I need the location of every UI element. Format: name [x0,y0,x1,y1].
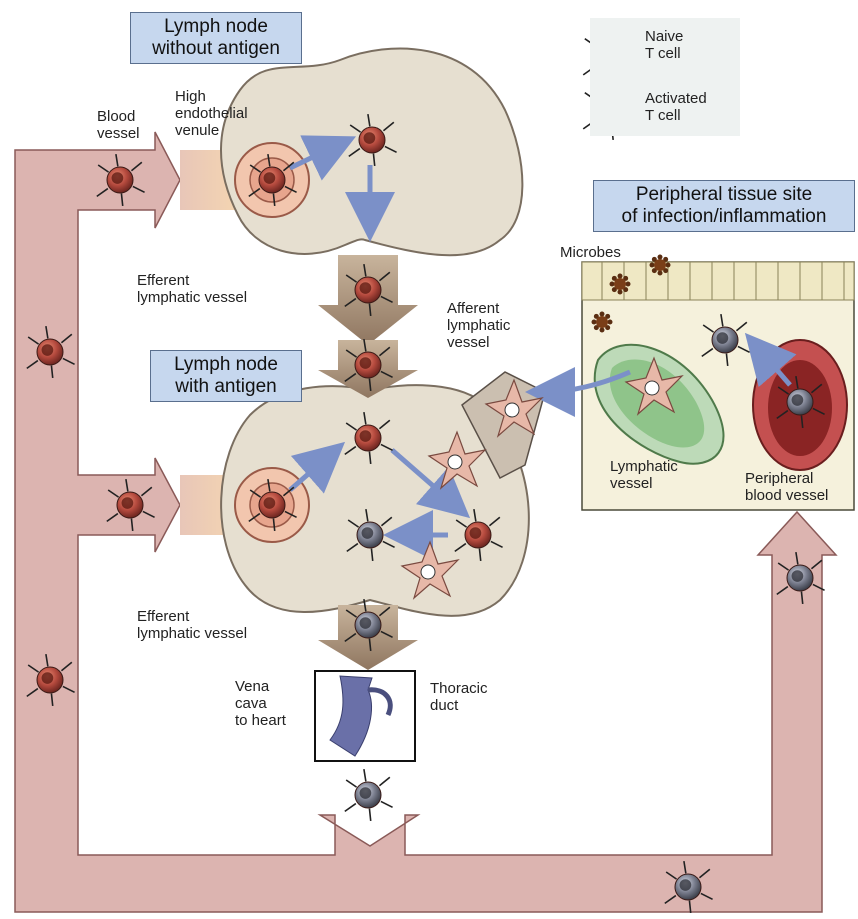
label-afferent: Afferent lymphatic vessel [447,300,510,351]
microbe-2 [610,274,631,295]
label-hev: High endothelial venule [175,88,248,139]
microbe-3 [592,312,613,333]
activated-cell-return [345,769,393,821]
title-node-with-antigen: Lymph node with antigen [150,350,302,402]
legend-naive-label: Naive T cell [645,28,683,62]
label-vena-cava: Vena cava to heart [235,678,286,729]
microbe-1 [650,255,671,276]
label-efferent-bottom: Efferent lymphatic vessel [137,608,247,642]
label-efferent-top: Efferent lymphatic vessel [137,272,247,306]
legend-activated-label: Activated T cell [645,90,707,124]
label-microbes: Microbes [560,244,621,261]
title-peripheral-tissue: Peripheral tissue site of infection/infl… [593,180,855,232]
legend: Naive T cell Activated T cell [590,18,740,136]
label-peripheral-blood-vessel: Peripheral blood vessel [745,470,828,504]
label-blood-vessel: Blood vessel [97,108,140,142]
label-lymphatic-vessel: Lymphatic vessel [610,458,678,492]
title-node-without-antigen: Lymph node without antigen [130,12,302,64]
label-thoracic-duct: Thoracic duct [430,680,488,714]
